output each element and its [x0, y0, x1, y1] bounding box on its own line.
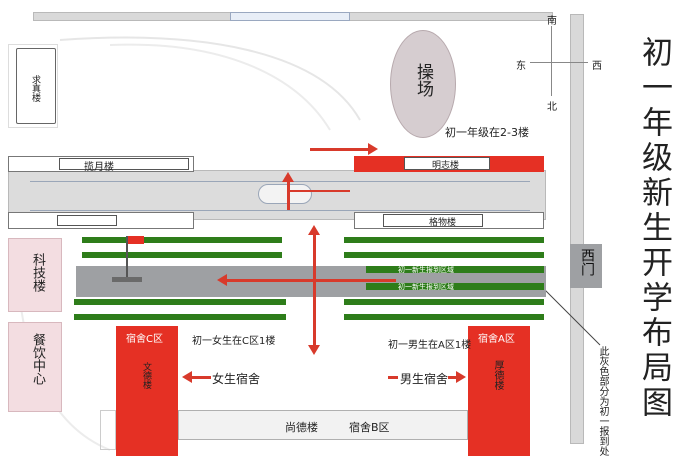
grade1-floor-note: 初一年级在2-3楼 [445, 126, 529, 139]
building-mingzhi-box [404, 157, 490, 170]
report-area-label-2: 初一新生报到区域 [398, 283, 454, 291]
building-canyin: 餐饮中心 [8, 322, 62, 412]
boys-dorm-label: 男生宿舍 [400, 372, 449, 386]
building-wende-label: 文德楼 [141, 362, 151, 389]
west-gate[interactable]: 西门 [570, 244, 602, 288]
building-qiuzhen: 求真楼 [16, 48, 56, 124]
building-gewu-left-inner [57, 215, 117, 226]
compass-west: 西 [592, 61, 602, 72]
playground: 操场 [390, 30, 456, 138]
west-gate-label: 西门 [579, 248, 595, 276]
arrow-vertical-line [313, 233, 316, 345]
building-shangde[interactable]: 尚德楼 宿舍B区 [178, 410, 468, 440]
dorm-a-houde[interactable]: 宿舍A区 厚德楼 [468, 326, 530, 456]
compass-east: 东 [516, 61, 526, 72]
campus-inner-lines [30, 181, 530, 211]
arrow-vertical-down-head [308, 345, 320, 355]
boys-dorm-note: 初一男生在A区1楼 [388, 340, 472, 351]
top-road-highlight [230, 12, 350, 21]
campus-center-oval [258, 184, 312, 204]
building-qiuzhen-shadow [8, 44, 58, 128]
compass-north: 南 [547, 16, 557, 27]
green-strip-right-4 [344, 314, 544, 320]
building-lanyue: 揽月楼 [8, 156, 194, 173]
building-gewu-label: 格物楼 [429, 218, 457, 228]
building-lanyue-inner [59, 158, 189, 170]
girls-dorm-label: 女生宿舍 [212, 372, 261, 386]
green-strip-left-1 [82, 237, 282, 243]
report-green-strip-1 [366, 266, 544, 273]
girls-dorm-note: 初一女生在C区1楼 [192, 336, 276, 347]
arrow-vertical-up-head [308, 225, 320, 235]
green-strip-left-4 [74, 314, 286, 320]
dorm-c-wende[interactable]: 宿舍C区 文德楼 [116, 326, 178, 456]
green-strip-left-2 [82, 252, 282, 258]
flag-icon [128, 236, 144, 244]
building-houde-label: 厚德楼 [492, 360, 503, 390]
boys-dorm-arrow-line-2 [448, 376, 458, 379]
building-mingzhi-label: 明志楼 [432, 161, 460, 171]
building-keji-label: 科技楼 [30, 253, 45, 292]
compass-south: 北 [547, 102, 557, 113]
arrow-to-mingzhi-line [310, 148, 370, 151]
arrow-campus-right-line [290, 190, 350, 192]
right-road [570, 14, 584, 444]
compass-vline [551, 26, 552, 96]
building-mingzhi: 明志楼 [354, 156, 544, 172]
green-strip-right-2 [344, 252, 544, 258]
gray-area-note: 此灰色部分为初一报到处 [597, 346, 608, 456]
report-area-label-1: 初一新生报到区域 [398, 266, 454, 274]
building-lanyue-label: 揽月楼 [84, 162, 114, 173]
dorm-a-label: 宿舍A区 [478, 334, 515, 345]
building-qiuzhen-label: 求真楼 [30, 75, 40, 102]
arrow-report-left-head [217, 274, 227, 286]
green-strip-right-1 [344, 237, 544, 243]
dorm-b-label: 宿舍B区 [349, 421, 390, 434]
arrow-report-left-line [226, 279, 396, 282]
building-gewu: 格物楼 [354, 212, 544, 229]
girls-dorm-arrow-line [191, 376, 211, 379]
green-strip-right-3 [344, 299, 544, 305]
flag-base [112, 277, 142, 282]
boys-dorm-arrow-head [456, 371, 466, 383]
flag-pole [126, 236, 128, 278]
green-strip-left-3 [74, 299, 286, 305]
building-gewu-inner [383, 214, 483, 227]
building-canyin-label: 餐饮中心 [30, 333, 45, 385]
boys-dorm-arrow-line [388, 376, 398, 379]
arrow-to-mingzhi-head [368, 143, 378, 155]
building-shangde-label: 尚德楼 [285, 421, 318, 434]
building-gewu-left [8, 212, 194, 229]
map-title: 初一年级新生开学布局图 [636, 36, 672, 421]
playground-label: 操场 [413, 63, 433, 97]
dorm-c-label: 宿舍C区 [126, 334, 163, 345]
building-keji: 科技楼 [8, 238, 62, 312]
shangde-wing-left [100, 410, 116, 450]
arrow-campus-up-head [282, 172, 294, 182]
arrow-campus-up-line [287, 180, 290, 210]
compass-hline [530, 62, 588, 63]
girls-dorm-arrow-head [182, 371, 192, 383]
report-green-strip-2 [366, 283, 544, 290]
